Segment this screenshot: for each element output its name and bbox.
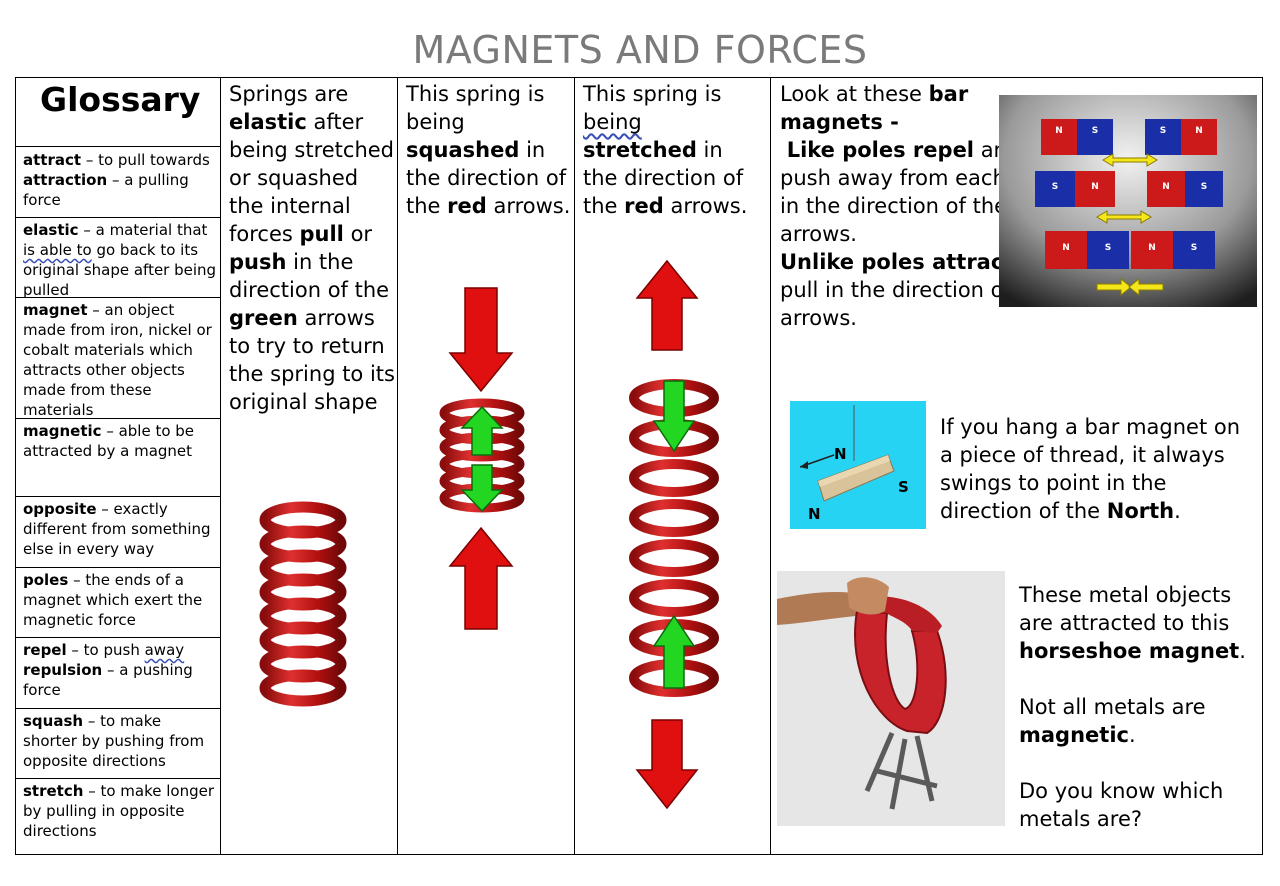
glossary-entry-magnet: magnet – an object made from iron, nicke… [23, 301, 212, 419]
horseshoe-text: These metal objects are attracted to thi… [1019, 583, 1246, 831]
glossary-row [15, 778, 221, 855]
glossary-entry-squash: squash – to make shorter by pushing from… [23, 712, 205, 770]
pole-label: N [1055, 126, 1063, 136]
divider [220, 77, 221, 855]
pole-label: S [1052, 182, 1058, 192]
green-down-arrow [460, 464, 504, 513]
pole-label: N [1195, 126, 1203, 136]
pole-label: S [1201, 182, 1207, 192]
divider [770, 77, 771, 855]
glossary-entry-poles: poles – the ends of a magnet which exert… [23, 571, 203, 629]
pole-label: N [1162, 182, 1170, 192]
pole-label: S [1105, 243, 1111, 253]
compass-south-label: S [898, 478, 909, 496]
pole-label: S [1191, 243, 1197, 253]
glossary-row [15, 567, 221, 637]
glossary-row [15, 637, 221, 708]
pole-label: N [1091, 182, 1099, 192]
glossary-row [15, 496, 221, 567]
hanging-magnet-text: If you hang a bar magnet on a piece of t… [940, 415, 1241, 523]
glossary-row [15, 146, 221, 217]
page-title: MAGNETS AND FORCES [412, 28, 868, 72]
red-up-arrow [448, 526, 514, 630]
glossary-row [15, 297, 221, 418]
glossary-entry-stretch: stretch – to make longer by pulling in o… [23, 782, 215, 840]
red-down-arrow [448, 287, 514, 393]
red-up-arrow [635, 259, 699, 351]
relaxed-spring-image [259, 501, 347, 707]
divider [397, 77, 398, 855]
glossary-row [15, 418, 221, 496]
green-down-arrow [652, 380, 696, 453]
compass-north-label: N [834, 445, 847, 463]
squashed-spring-diagram [439, 287, 525, 630]
worksheet-frame [15, 77, 1263, 855]
pole-label: N [1148, 243, 1156, 253]
glossary-heading: Glossary [40, 80, 201, 119]
bar-magnets-image: N S S N S N N S N S N S [999, 95, 1257, 307]
glossary-entry-magnetic: magnetic – able to be attracted by a mag… [23, 422, 195, 460]
hanging-magnet-image: N S N [790, 401, 926, 529]
pole-label: N [1062, 243, 1070, 253]
pole-label: S [1160, 126, 1166, 136]
divider [574, 77, 575, 855]
springs-text: Springs are elastic after being stretche… [229, 82, 395, 414]
stretched-spring-diagram [629, 259, 719, 810]
horseshoe-magnet-image [777, 571, 1005, 826]
glossary-row [15, 708, 221, 778]
glossary-entry-opposite: opposite – exactly different from someth… [23, 500, 211, 558]
red-down-arrow [635, 719, 699, 810]
glossary-entry-repel: repel – to push away repulsion – a pushi… [23, 641, 193, 699]
pole-label: S [1092, 126, 1098, 136]
glossary-entry-attract: attract – to pull towards attraction – a… [23, 151, 210, 209]
squashed-text: This spring is being squashed in the dir… [406, 82, 571, 218]
green-up-arrow [652, 614, 696, 689]
bar-magnets-text: Look at these bar magnets - Like poles r… [780, 82, 1069, 330]
glossary-row [15, 217, 221, 297]
glossary-entry-elastic: elastic – a material that is able to go … [23, 221, 217, 299]
north-direction-label: N [808, 505, 821, 523]
green-up-arrow [460, 405, 504, 456]
